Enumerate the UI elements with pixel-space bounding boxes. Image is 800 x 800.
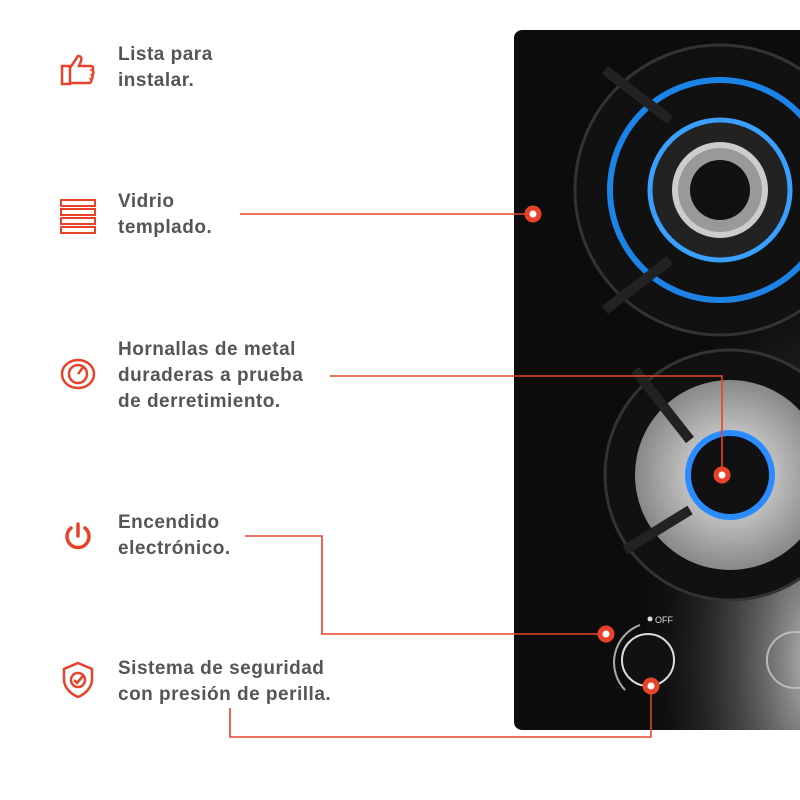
thumbs-up-icon: [60, 54, 95, 86]
burner-bottom: [603, 348, 800, 602]
control-knob-2[interactable]: [766, 631, 800, 689]
shield-check-icon: [62, 661, 94, 699]
tempered-glass-icon: [60, 199, 96, 234]
power-icon: [65, 522, 91, 550]
burner-top: [573, 43, 800, 337]
callout-lines: [229, 213, 723, 738]
knob-off-label: OFF: [655, 615, 673, 625]
burner-icon: [60, 358, 96, 390]
control-knob[interactable]: OFF: [613, 615, 675, 691]
callout-dots: [524, 205, 731, 695]
